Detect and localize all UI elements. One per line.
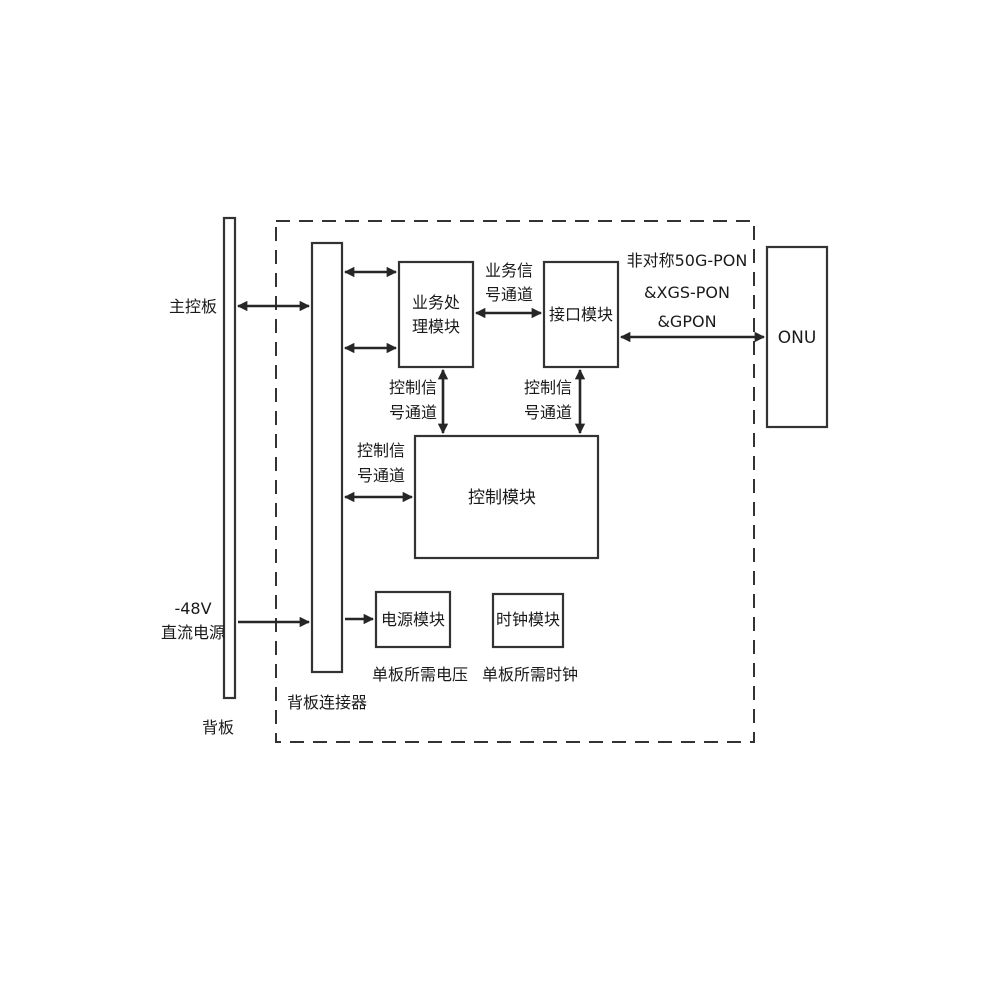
control-channel-backplane-label-line2: 号通道 (357, 466, 405, 485)
interface-module-label: 接口模块 (549, 305, 613, 324)
clock-module-label: 时钟模块 (496, 610, 560, 629)
service-channel-label-line1: 业务信 (485, 261, 533, 280)
service-processing-module-box (397, 260, 475, 369)
onu-box (765, 245, 829, 429)
service-processing-module-label-line2: 理模块 (412, 317, 460, 336)
interface-module-box (542, 260, 620, 369)
onu-label: ONU (778, 328, 817, 348)
backplane-label: 背板 (202, 718, 234, 737)
backplane-bar (222, 216, 237, 700)
line-card-boundary (275, 220, 755, 743)
control-module-box (413, 434, 600, 560)
pon-label-line2: &XGS-PON (644, 283, 730, 302)
backplane-connector-box (310, 241, 344, 674)
control-channel-right-label-line2: 号通道 (524, 403, 572, 422)
control-channel-right-label-line1: 控制信 (524, 378, 572, 397)
pon-label-line1: 非对称50G-PON (627, 251, 748, 270)
pon-label-line3: &GPON (657, 312, 716, 331)
control-channel-left-label-line1: 控制信 (389, 378, 437, 397)
dc-power-label-line2: 直流电源 (161, 623, 225, 642)
board-voltage-label: 单板所需电压 (372, 665, 468, 684)
power-module-box (374, 590, 452, 649)
service-processing-module-label-line1: 业务处 (412, 293, 460, 312)
backplane-connector-label: 背板连接器 (287, 693, 367, 712)
board-clock-label: 单板所需时钟 (482, 665, 578, 684)
service-channel-label-line2: 号通道 (485, 285, 533, 304)
control-channel-left-label-line2: 号通道 (389, 403, 437, 422)
power-module-label: 电源模块 (381, 610, 445, 629)
main-control-board-label: 主控板 (169, 297, 217, 316)
clock-module-box (491, 592, 565, 649)
control-module-label: 控制模块 (468, 488, 536, 508)
control-channel-backplane-label-line1: 控制信 (357, 441, 405, 460)
dc-power-label-line1: -48V (174, 599, 211, 618)
